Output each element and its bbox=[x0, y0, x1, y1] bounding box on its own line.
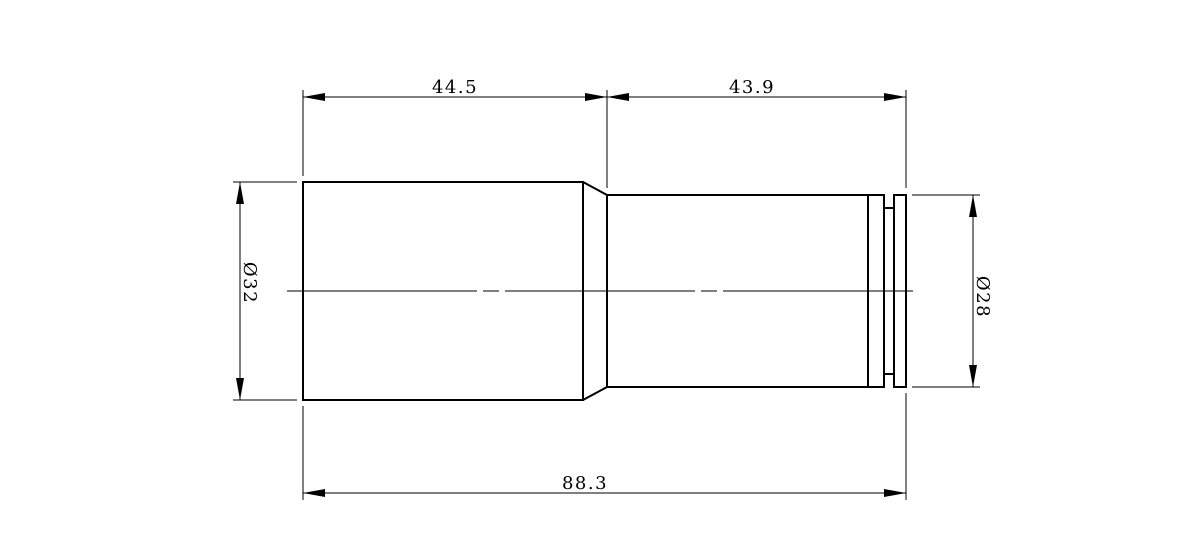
dimension-length-small-section: 43.9 bbox=[607, 77, 906, 101]
dimension-diameter-small: Ø28 bbox=[969, 195, 993, 387]
dimension-label-43-9: 43.9 bbox=[729, 77, 775, 98]
dimension-label-diameter-28: Ø28 bbox=[972, 276, 993, 318]
extension-lines bbox=[233, 90, 980, 500]
dimension-label-44-5: 44.5 bbox=[432, 77, 478, 98]
dimension-label-88-3: 88.3 bbox=[562, 473, 608, 494]
dimension-label-diameter-32: Ø32 bbox=[239, 262, 260, 304]
dimension-length-large-section: 44.5 bbox=[303, 77, 607, 101]
dimension-overall-length: 88.3 bbox=[303, 473, 906, 497]
dimension-diameter-large: Ø32 bbox=[236, 182, 260, 400]
